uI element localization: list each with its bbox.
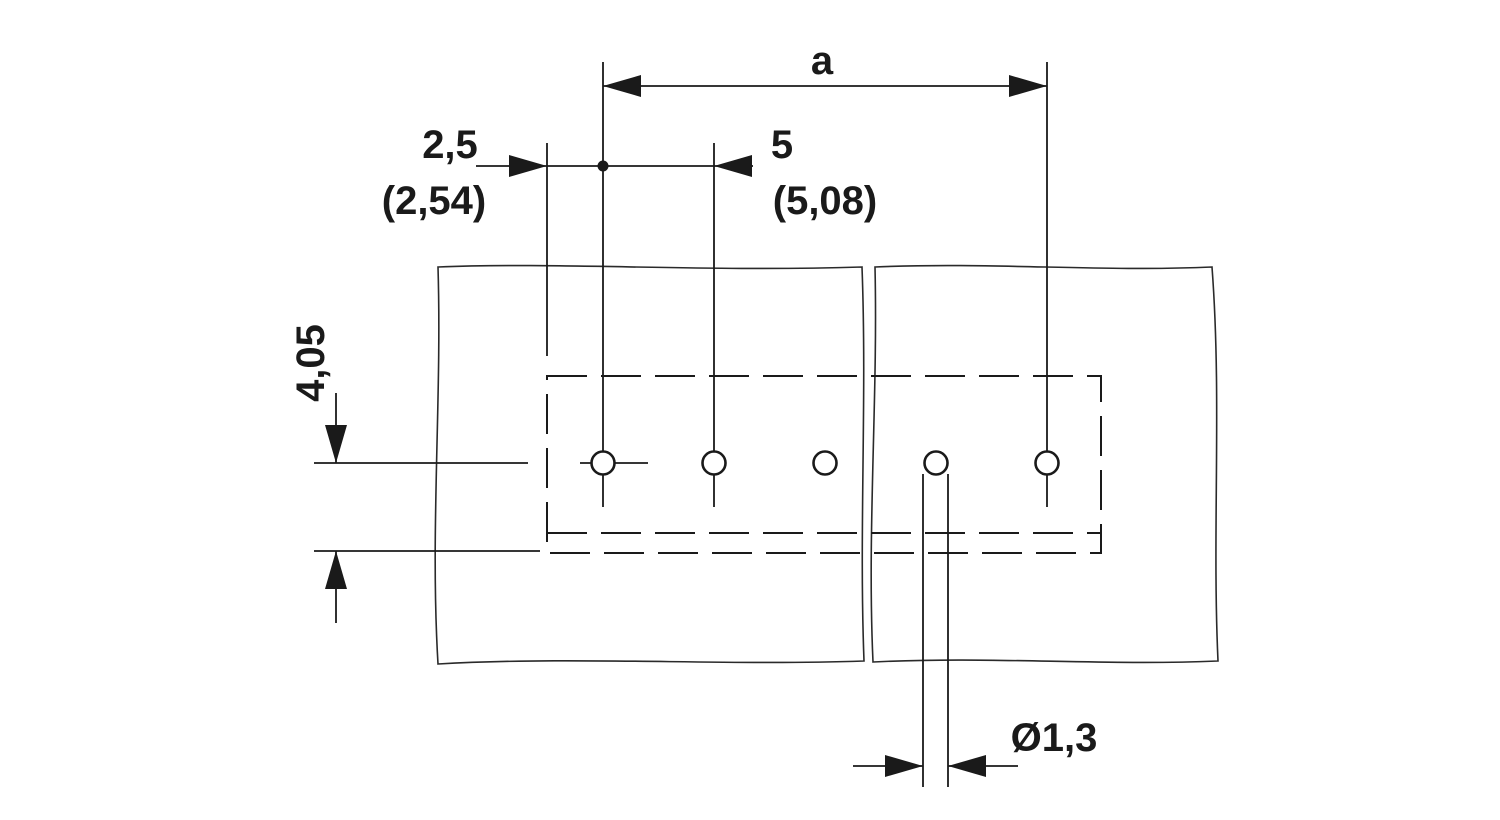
dimension-a-label: a [811,39,834,83]
row-offset-label: 4,05 [289,324,333,402]
pitch-inch-label: (5,08) [773,179,878,223]
hole-3 [812,450,838,476]
pitch-arrow [714,155,752,177]
dimension-a-arrow-left [603,75,641,97]
hole-5 [1034,450,1060,476]
offset-arrow [509,155,547,177]
hole-diameter-arrow-left [885,755,923,777]
hole-diameter-arrow-right [948,755,986,777]
dimension-a-arrow-right [1009,75,1047,97]
pitch-mm-label: 5 [771,123,793,167]
hole-2 [701,450,727,476]
hole-4 [923,450,949,476]
offset-mm-label: 2,5 [422,123,478,167]
row-offset-arrow-top [325,425,347,463]
offset-inch-label: (2,54) [382,179,487,223]
pcb-section-left [434,264,865,665]
connector-footprint-outline [546,375,1102,554]
pitch-reference-dot [597,160,609,172]
row-offset-arrow-bottom [325,551,347,589]
hole-1 [590,450,616,476]
hole-diameter-label: Ø1,3 [1011,716,1098,760]
pcb-section-right [870,264,1219,664]
